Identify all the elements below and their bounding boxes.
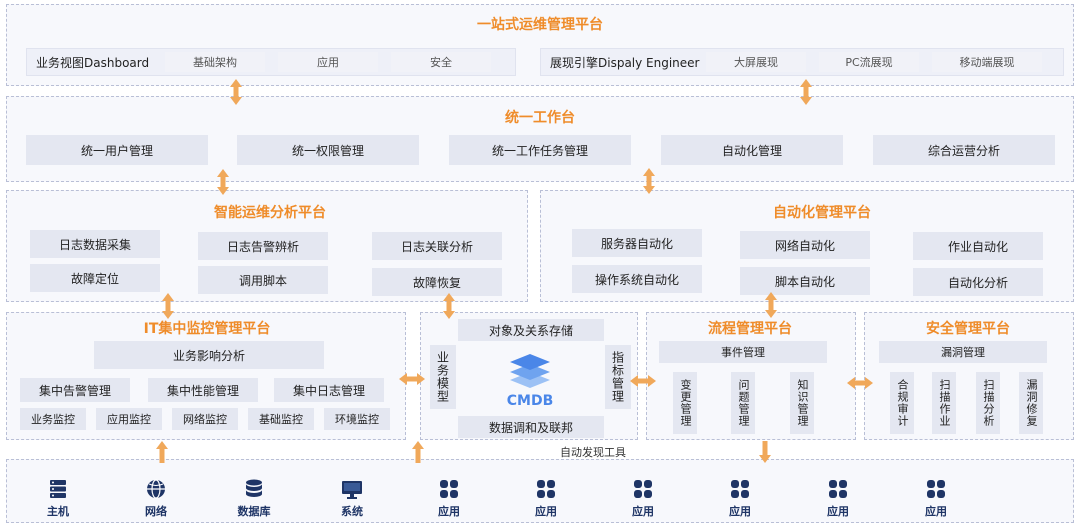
aiops-log-correlation: 日志关联分析	[372, 232, 502, 260]
app-grid-icon	[925, 478, 947, 500]
vulnerability-mgmt: 漏洞管理	[879, 341, 1047, 363]
aiops-fault-recovery: 故障恢复	[372, 268, 502, 296]
network-globe-icon	[145, 478, 167, 500]
chip-bigscreen: 大屏展现	[706, 52, 806, 72]
app-monitor: 应用监控	[96, 408, 162, 430]
workbench-permission-mgmt: 统一权限管理	[237, 135, 419, 165]
app-grid-icon	[535, 478, 557, 500]
workbench-task-mgmt: 统一工作任务管理	[449, 135, 631, 165]
automation-os: 操作系统自动化	[572, 265, 702, 293]
object-relation-storage: 对象及关系存储	[458, 319, 604, 341]
central-log-mgmt: 集中日志管理	[274, 378, 384, 402]
aiops-log-alert: 日志告警辨析	[198, 232, 328, 260]
resource-item: 应用	[906, 478, 966, 519]
central-performance-mgmt: 集中性能管理	[148, 378, 258, 402]
workbench-user-mgmt: 统一用户管理	[26, 135, 208, 165]
metric-mgmt: 指标管理	[605, 345, 631, 409]
app-grid-icon	[729, 478, 751, 500]
chip-mobile: 移动端展现	[932, 52, 1042, 72]
network-monitor: 网络监控	[172, 408, 238, 430]
resource-item: 主机	[28, 478, 88, 519]
workbench-operation-analysis: 综合运营分析	[873, 135, 1055, 165]
it-monitor-title: IT集中监控管理平台	[143, 321, 271, 337]
resource-label: 数据库	[237, 505, 271, 518]
resource-label: 应用	[729, 505, 751, 518]
data-reconcile-federation: 数据调和及联邦	[458, 416, 604, 438]
knowledge-mgmt: 知识管理	[790, 372, 814, 434]
discovery-tool-label: 自动发现工具	[560, 446, 626, 459]
resource-label: 应用	[535, 505, 557, 518]
resource-label: 系统	[341, 505, 363, 518]
change-mgmt: 变更管理	[673, 372, 697, 434]
business-impact-analysis: 业务影响分析	[94, 341, 324, 369]
resource-item: 应用	[516, 478, 576, 519]
database-icon	[243, 478, 265, 500]
dashboard-label: 业务视图Dashboard	[36, 56, 150, 70]
monitor-icon	[341, 478, 363, 500]
automation-script: 脚本自动化	[740, 267, 870, 295]
resource-label: 应用	[438, 505, 460, 518]
resource-item: 应用	[613, 478, 673, 519]
automation-job: 作业自动化	[913, 232, 1043, 260]
resource-item: 应用	[808, 478, 868, 519]
app-grid-icon	[632, 478, 654, 500]
compliance-audit: 合规审计	[890, 372, 914, 434]
resource-item: 网络	[126, 478, 186, 519]
security-title: 安全管理平台	[926, 321, 1010, 337]
base-monitor: 基础监控	[248, 408, 314, 430]
top-platform-title: 一站式运维管理平台	[477, 17, 603, 33]
event-mgmt: 事件管理	[659, 341, 827, 363]
chip-infra: 基础架构	[165, 52, 265, 72]
problem-mgmt: 问题管理	[731, 372, 755, 434]
scan-job: 扫描作业	[932, 372, 956, 434]
resource-label: 主机	[47, 505, 69, 518]
cmdb-layers-icon	[508, 350, 552, 390]
central-alert-mgmt: 集中告警管理	[20, 378, 130, 402]
workbench-title: 统一工作台	[505, 110, 575, 126]
aiops-log-collect: 日志数据采集	[30, 230, 160, 258]
resource-label: 应用	[827, 505, 849, 518]
aiops-title: 智能运维分析平台	[214, 205, 326, 221]
chip-app: 应用	[278, 52, 378, 72]
resource-label: 应用	[632, 505, 654, 518]
automation-network: 网络自动化	[740, 231, 870, 259]
workbench-automation-mgmt: 自动化管理	[661, 135, 843, 165]
env-monitor: 环境监控	[324, 408, 390, 430]
aiops-call-script: 调用脚本	[198, 266, 328, 294]
resource-label: 网络	[145, 505, 167, 518]
resource-item: 应用	[710, 478, 770, 519]
resource-item: 系统	[322, 478, 382, 519]
automation-server: 服务器自动化	[572, 229, 702, 257]
business-monitor: 业务监控	[20, 408, 86, 430]
cmdb-label: CMDB	[506, 393, 554, 409]
app-grid-icon	[438, 478, 460, 500]
resource-label: 应用	[925, 505, 947, 518]
automation-title: 自动化管理平台	[773, 205, 871, 221]
chip-pc: PC流展现	[819, 52, 919, 72]
automation-analysis: 自动化分析	[913, 268, 1043, 296]
process-title: 流程管理平台	[708, 321, 792, 337]
server-icon	[47, 478, 69, 500]
display-engine-label: 展现引擎Dispaly Engineer	[550, 56, 700, 70]
resource-item: 数据库	[224, 478, 284, 519]
resource-item: 应用	[419, 478, 479, 519]
chip-security: 安全	[391, 52, 491, 72]
vulnerability-fix: 漏洞修复	[1019, 372, 1043, 434]
aiops-fault-locate: 故障定位	[30, 264, 160, 292]
business-model: 业务模型	[430, 345, 456, 409]
scan-analysis: 扫描分析	[976, 372, 1000, 434]
app-grid-icon	[827, 478, 849, 500]
